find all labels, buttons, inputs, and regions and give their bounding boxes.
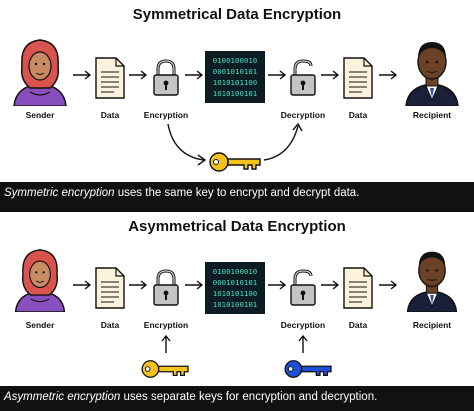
arrow-right-icon <box>73 280 92 290</box>
asymmetric-caption-text: uses separate keys for encryption and de… <box>120 391 378 403</box>
sender-figure-icon <box>13 39 67 106</box>
ciphertext-line: 1010100101 <box>212 300 258 309</box>
key-flow-arrows <box>167 122 303 166</box>
symmetric-caption-text: uses the same key to encrypt and decrypt… <box>114 187 360 199</box>
encryption-key-icon <box>141 360 189 378</box>
data-label-right: Data <box>348 110 368 120</box>
data-label-left: Data <box>100 320 120 330</box>
arrow-right-icon <box>268 70 287 80</box>
symmetric-caption: Symmetric encryption uses the same key t… <box>0 183 474 205</box>
recipient-figure-icon <box>405 42 459 106</box>
arrow-right-icon <box>129 280 148 290</box>
document-icon <box>95 267 125 309</box>
shared-key-icon <box>209 152 261 172</box>
symmetric-title: Symmetrical Data Encryption <box>132 6 342 23</box>
sender-label: Sender <box>25 110 55 120</box>
arrow-right-icon <box>129 70 148 80</box>
closed-lock-icon <box>153 269 179 306</box>
ciphertext-line: 1010100101 <box>212 89 258 98</box>
ciphertext-line: 0001010101 <box>212 278 258 287</box>
document-icon <box>343 57 373 99</box>
ciphertext-line: 1010101100 <box>212 78 258 87</box>
recipient-label: Recipient <box>412 110 452 120</box>
asymmetric-caption-term: Asymmetric encryption <box>4 391 121 403</box>
encryption-label: Encryption <box>143 320 189 330</box>
symmetric-caption-term: Symmetric encryption <box>4 187 115 199</box>
asymmetric-caption: Asymmetric encryption uses separate keys… <box>0 387 474 409</box>
decryption-label: Decryption <box>280 110 326 120</box>
open-lock-icon <box>290 269 316 306</box>
ciphertext-line: 0001010101 <box>212 67 258 76</box>
ciphertext-line: 1010101100 <box>212 289 258 298</box>
arrow-right-icon <box>321 70 340 80</box>
arrow-right-icon <box>185 280 204 290</box>
arrow-up-icon <box>161 334 171 353</box>
ciphertext-line: 0100100010 <box>212 56 258 65</box>
arrow-up-icon <box>298 334 308 353</box>
sender-label: Sender <box>25 320 55 330</box>
recipient-figure-icon <box>406 251 458 312</box>
arrow-right-icon <box>379 70 398 80</box>
document-icon <box>95 57 125 99</box>
ciphertext-block: 0100100010 0001010101 1010101100 1010100… <box>205 51 265 103</box>
document-icon <box>343 267 373 309</box>
sender-figure-icon <box>14 249 66 312</box>
ciphertext-block: 0100100010 0001010101 1010101100 1010100… <box>205 262 265 314</box>
asymmetric-title: Asymmetrical Data Encryption <box>128 218 346 235</box>
arrow-right-icon <box>185 70 204 80</box>
data-label-right: Data <box>348 320 368 330</box>
recipient-label: Recipient <box>412 320 452 330</box>
arrow-right-icon <box>321 280 340 290</box>
arrow-right-icon <box>268 280 287 290</box>
decryption-key-icon <box>284 360 332 378</box>
data-label-left: Data <box>100 110 120 120</box>
decryption-label: Decryption <box>280 320 326 330</box>
open-lock-icon <box>290 59 316 96</box>
encryption-label: Encryption <box>143 110 189 120</box>
ciphertext-line: 0100100010 <box>212 267 258 276</box>
arrow-right-icon <box>379 280 398 290</box>
arrow-right-icon <box>73 70 92 80</box>
closed-lock-icon <box>153 59 179 96</box>
